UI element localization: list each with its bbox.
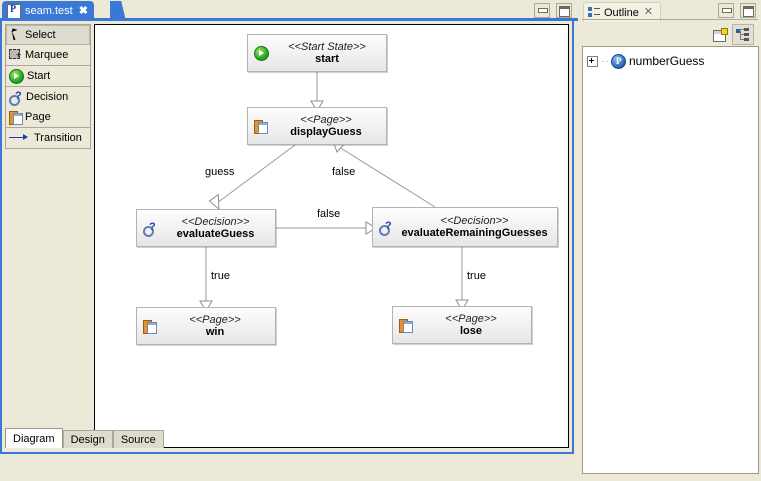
palette-item-page[interactable]: Page <box>6 107 90 127</box>
outline-tab[interactable]: Outline ✕ <box>583 2 661 22</box>
node-text: <<Start State>> start <box>274 41 380 65</box>
node-stereotype: <<Decision>> <box>440 215 509 227</box>
node-name: evaluateGuess <box>176 228 255 240</box>
diagram-node-start[interactable]: <<Start State>> start <box>247 34 387 72</box>
close-icon[interactable]: ✕ <box>643 6 653 18</box>
node-text: <<Decision>> evaluateGuess <box>162 216 269 240</box>
palette-group-tools: Select Marquee <box>5 24 91 65</box>
palette-item-label: Transition <box>34 132 82 144</box>
tree-view-button[interactable] <box>732 23 754 45</box>
node-name: win <box>205 326 225 338</box>
outline-window-buttons <box>718 3 756 18</box>
decision-icon <box>143 221 157 237</box>
diagram-node-lose[interactable]: <<Page>> lose <box>392 306 532 344</box>
edge-label-true-left: true <box>211 270 230 282</box>
node-stereotype: <<Page>> <box>445 313 497 325</box>
edge-label-false-upper: false <box>332 166 356 178</box>
tree-connector: ·· <box>601 55 610 67</box>
outline-tab-label: Outline <box>604 6 639 19</box>
page-icon <box>9 110 23 125</box>
decision-icon <box>9 90 23 106</box>
tab-design[interactable]: Design <box>62 430 113 448</box>
transition-arrow-icon <box>9 133 31 143</box>
editor-part: seam.test ✖ Select Marquee <box>0 0 578 481</box>
palette: Select Marquee Start De <box>5 24 91 448</box>
tab-diagram[interactable]: Diagram <box>5 428 63 448</box>
node-text: <<Page>> win <box>161 314 269 338</box>
decision-icon <box>379 220 393 236</box>
node-text: <<Decision>> evaluateRemainingGuesses <box>398 215 551 239</box>
thumbnail-icon <box>712 27 728 42</box>
page-file-icon <box>7 3 21 19</box>
thumbnail-view-button[interactable] <box>710 25 730 44</box>
node-stereotype: <<Start State>> <box>288 41 366 53</box>
editor-tab-row: seam.test ✖ <box>0 0 578 21</box>
page-icon <box>399 318 413 333</box>
palette-group-start: Start <box>5 65 91 86</box>
palette-item-label: Decision <box>26 91 69 103</box>
editor-body: Select Marquee Start De <box>0 21 574 454</box>
node-name: lose <box>459 325 482 337</box>
outline-tree[interactable]: ·· numberGuess <box>582 46 759 474</box>
start-state-icon <box>254 45 269 61</box>
editor-tab-seam-test[interactable]: seam.test ✖ <box>2 1 94 21</box>
start-state-icon <box>9 68 24 84</box>
close-icon[interactable]: ✖ <box>78 4 88 17</box>
node-stereotype: <<Decision>> <box>181 216 250 228</box>
palette-item-label: Select <box>25 29 56 41</box>
palette-item-select[interactable]: Select <box>6 25 90 45</box>
palette-item-marquee[interactable]: Marquee <box>6 45 90 65</box>
node-stereotype: <<Page>> <box>300 114 352 126</box>
node-text: <<Page>> displayGuess <box>272 114 380 138</box>
node-stereotype: <<Page>> <box>189 314 241 326</box>
node-name: start <box>315 53 339 65</box>
minimize-icon[interactable] <box>534 3 550 18</box>
tab-source[interactable]: Source <box>112 430 164 448</box>
package-icon <box>611 53 626 69</box>
diagram-node-evaluateRemainingGuesses[interactable]: <<Decision>> evaluateRemainingGuesses <box>372 207 558 247</box>
editor-bottom-tabs: Diagram Design Source <box>5 428 573 448</box>
tree-item-label: numberGuess <box>629 54 705 68</box>
minimize-icon[interactable] <box>718 3 734 18</box>
page-icon <box>254 119 268 134</box>
diagram-node-displayGuess[interactable]: <<Page>> displayGuess <box>247 107 387 145</box>
outline-toolbar <box>580 22 761 46</box>
maximize-icon[interactable] <box>740 3 756 18</box>
palette-item-label: Start <box>27 70 51 82</box>
palette-item-decision[interactable]: Decision <box>6 87 90 107</box>
cursor-icon <box>10 29 22 42</box>
node-name: evaluateRemainingGuesses <box>401 227 548 239</box>
edge-label-guess: guess <box>205 166 235 178</box>
marquee-icon <box>9 49 22 61</box>
page-icon <box>143 319 157 334</box>
palette-item-label: Page <box>25 111 51 123</box>
tab-curve <box>110 1 126 21</box>
outline-tab-row: Outline ✕ <box>580 0 761 22</box>
diagram-node-win[interactable]: <<Page>> win <box>136 307 276 345</box>
tree-item-numberGuess[interactable]: ·· numberGuess <box>587 53 754 69</box>
diagram-node-evaluateGuess[interactable]: <<Decision>> evaluateGuess <box>136 209 276 247</box>
palette-group-connections: Transition <box>5 127 91 149</box>
outline-view-part: Outline ✕ ·· <box>580 0 761 481</box>
palette-item-start[interactable]: Start <box>6 66 90 86</box>
palette-group-nodes: Decision Page <box>5 86 91 127</box>
editor-window-buttons <box>534 3 572 18</box>
outline-icon <box>588 7 600 18</box>
maximize-icon[interactable] <box>556 3 572 18</box>
diagram-canvas[interactable]: <<Start State>> start <<Page>> displayGu… <box>94 24 569 448</box>
palette-item-label: Marquee <box>25 49 69 61</box>
expand-icon[interactable] <box>587 55 598 67</box>
tree-icon <box>736 27 750 41</box>
palette-item-transition[interactable]: Transition <box>6 128 90 148</box>
node-text: <<Page>> lose <box>417 313 525 337</box>
editor-tab-label: seam.test <box>25 5 73 17</box>
node-name: displayGuess <box>290 126 362 138</box>
edge-label-true-right: true <box>467 270 486 282</box>
edge-label-false-middle: false <box>317 208 341 220</box>
